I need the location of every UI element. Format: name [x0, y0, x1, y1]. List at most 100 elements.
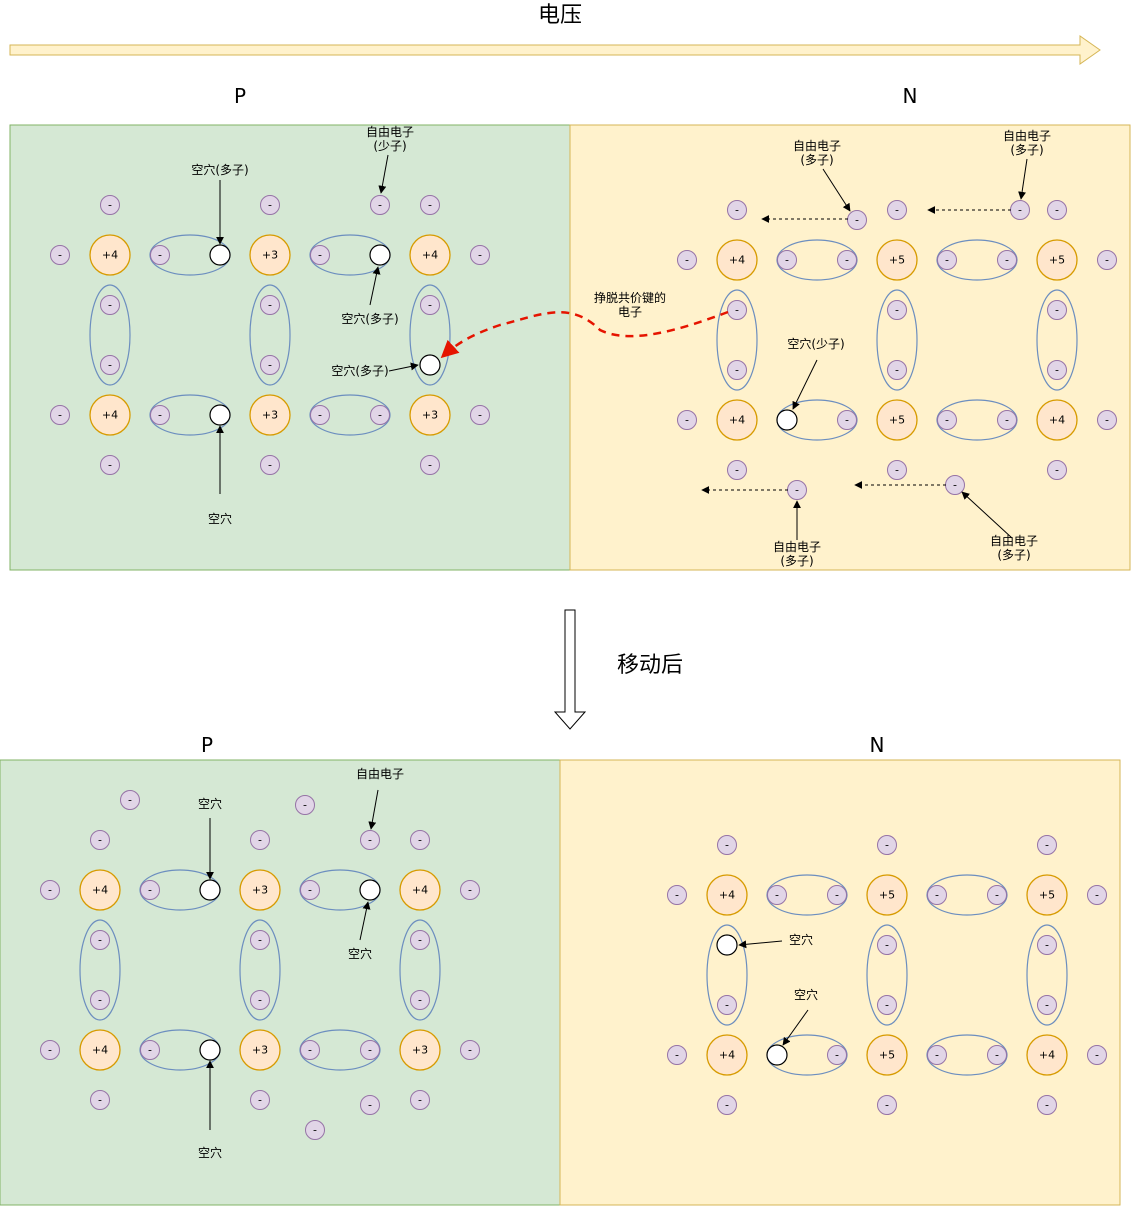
- moved-label: 移动后: [617, 653, 683, 678]
- top-n-label: N: [903, 84, 918, 108]
- pointer-arrow: [1018, 158, 1028, 200]
- electron: [1047, 360, 1067, 380]
- ion-label: +4: [1039, 1049, 1055, 1062]
- ion-label: +5: [1049, 254, 1065, 267]
- escape-path-arrow: [440, 310, 729, 359]
- electron-label: -: [313, 1124, 317, 1137]
- label-hole: 空穴: [348, 946, 372, 961]
- electron-label: -: [268, 459, 272, 472]
- ion-core: [1026, 1034, 1068, 1076]
- electron: [927, 885, 947, 905]
- electron: [877, 995, 897, 1015]
- electron-label: -: [258, 934, 262, 947]
- electron-label: -: [953, 479, 957, 492]
- label-hole: 空穴: [198, 1145, 222, 1160]
- electron: [1037, 995, 1057, 1015]
- ion-core: [706, 1034, 748, 1076]
- electron-label: -: [98, 934, 102, 947]
- electron-label: -: [378, 409, 382, 422]
- electron: [40, 880, 60, 900]
- bottom-n-label: N: [870, 733, 885, 757]
- electron: [1037, 935, 1057, 955]
- electron-label: -: [428, 459, 432, 472]
- electron: [987, 1045, 1007, 1065]
- voltage-title: 电压: [538, 3, 582, 28]
- ion-core: [399, 1029, 441, 1071]
- electron-label: -: [1045, 999, 1049, 1012]
- electron: [250, 1090, 270, 1110]
- electron-label: -: [108, 299, 112, 312]
- covalent-bond: [1036, 289, 1078, 391]
- electron: [360, 1040, 380, 1060]
- label-free-electron: 自由电子: [356, 767, 404, 781]
- ion-label: +3: [422, 409, 438, 422]
- electron: [887, 200, 907, 220]
- electron: [470, 245, 490, 265]
- ion-label: +5: [889, 414, 905, 427]
- electron: [1097, 410, 1117, 430]
- top-p-label: P: [234, 84, 246, 108]
- ion-label: +4: [102, 249, 118, 262]
- ion-core: [89, 234, 131, 276]
- electron-label: -: [368, 834, 372, 847]
- electron: [877, 1095, 897, 1115]
- electron-label: -: [725, 839, 729, 852]
- electron: [887, 300, 907, 320]
- electron: [667, 1045, 687, 1065]
- electron-label: -: [1005, 414, 1009, 427]
- label-hole: 空穴: [198, 796, 222, 811]
- electron-label: -: [128, 794, 132, 807]
- label-free-electron-minority: 自由电子: [366, 125, 414, 139]
- electron: [1047, 300, 1067, 320]
- electron-label: -: [895, 304, 899, 317]
- electron-label: -: [158, 249, 162, 262]
- ion-label: +4: [92, 884, 108, 897]
- electron: [140, 1040, 160, 1060]
- electron: [50, 405, 70, 425]
- electron: [777, 250, 797, 270]
- ion-label: +4: [412, 884, 428, 897]
- electron: [727, 460, 747, 480]
- ion-core: [409, 394, 451, 436]
- electron: [420, 195, 440, 215]
- covalent-bond: [716, 289, 758, 391]
- electron: [360, 1095, 380, 1115]
- electron: [90, 990, 110, 1010]
- electron: [997, 410, 1017, 430]
- ion-label: +4: [102, 409, 118, 422]
- electron: [370, 405, 390, 425]
- pointer-arrow: [792, 359, 818, 410]
- electron: [250, 830, 270, 850]
- electron: [887, 360, 907, 380]
- electron-label: -: [1095, 889, 1099, 902]
- hole: [209, 244, 231, 266]
- label-free-electron-majority: 自由电子: [793, 139, 841, 153]
- electron: [677, 410, 697, 430]
- electron: [717, 835, 737, 855]
- electron-label: -: [795, 484, 799, 497]
- lattice-content: ----------+4+3+4+4+3+3-----------空穴(多子)自…: [40, 125, 1117, 1160]
- electron: [937, 250, 957, 270]
- ion-label: +3: [262, 249, 278, 262]
- electron: [1047, 460, 1067, 480]
- electron: [1047, 200, 1067, 220]
- ion-label: +4: [1049, 414, 1065, 427]
- pointer-arrow: [368, 789, 379, 830]
- hole: [766, 1044, 788, 1066]
- electron: [50, 245, 70, 265]
- electron-label: -: [368, 1044, 372, 1057]
- electron-label: -: [418, 934, 422, 947]
- ion-core: [239, 869, 281, 911]
- electron: [410, 930, 430, 950]
- covalent-bond: [239, 919, 281, 1021]
- electron-label: -: [468, 884, 472, 897]
- electron-label: -: [995, 889, 999, 902]
- electron: [727, 300, 747, 320]
- electron: [90, 930, 110, 950]
- ion-label: +3: [252, 884, 268, 897]
- electron-label: -: [995, 1049, 999, 1062]
- electron: [90, 1090, 110, 1110]
- electron: [295, 795, 315, 815]
- electron-label: -: [835, 889, 839, 902]
